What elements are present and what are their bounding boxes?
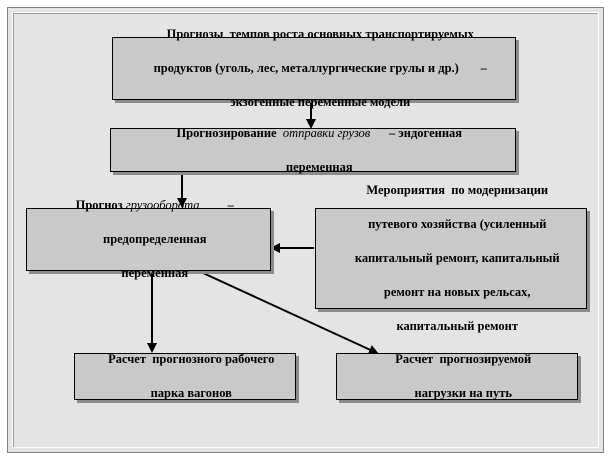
- track-load-calculation-box: Расчет прогнозируемой нагрузки на путь: [336, 352, 578, 400]
- box3-line1-suffix: –: [199, 198, 234, 212]
- box3-line1-italic: грузооборота: [125, 198, 200, 212]
- box2-line1-italic: отправки грузов: [282, 125, 371, 140]
- exogenous-forecast-box: Прогнозы темпов роста основных транспорт…: [112, 27, 516, 109]
- box1-line2: продуктов (уголь, лес, металлургические …: [153, 61, 487, 75]
- track-modernization-box: Мероприятия по модернизации путевого хоз…: [315, 183, 587, 333]
- wagon-fleet-calculation-box: Расчет прогнозного рабочего парка вагоно…: [74, 352, 296, 400]
- box1-line1: Прогнозы темпов роста основных транспорт…: [166, 27, 474, 41]
- arrow-box3-to-box6: [202, 272, 379, 355]
- box4-line5: капитальный ремонт: [396, 319, 518, 333]
- box4-line4: ремонт на новых рельсах,: [383, 285, 531, 299]
- box2-line1-prefix: Прогнозирование: [176, 125, 283, 140]
- freight-turnover-forecast-box: Прогноз грузооборота – предопределенная …: [26, 198, 271, 280]
- box4-line2: путевого хозяйства (усиленный: [368, 217, 547, 231]
- box1-line3: экзогенные переменные модели: [230, 95, 411, 109]
- box3-line3: переменная: [121, 266, 189, 280]
- box6-line2: нагрузки на путь: [414, 386, 513, 400]
- box6-line1: Расчет прогнозируемой: [395, 352, 532, 366]
- box2-line2: переменная: [285, 159, 353, 174]
- shipment-forecast-box: Прогнозирование отправки грузов – эндоге…: [110, 125, 516, 174]
- box5-line2: парка вагонов: [150, 386, 232, 400]
- box4-line1: Мероприятия по модернизации: [366, 183, 549, 197]
- panel-inner-frame: [12, 12, 599, 448]
- box4-line3: капитальный ремонт, капитальный: [354, 251, 560, 265]
- box3-line1-prefix: Прогноз: [75, 198, 126, 212]
- box3-line2: предопределенная: [103, 232, 207, 246]
- box5-line1: Расчет прогнозного рабочего: [108, 352, 275, 366]
- box2-line1-suffix: – эндогенная: [370, 125, 463, 140]
